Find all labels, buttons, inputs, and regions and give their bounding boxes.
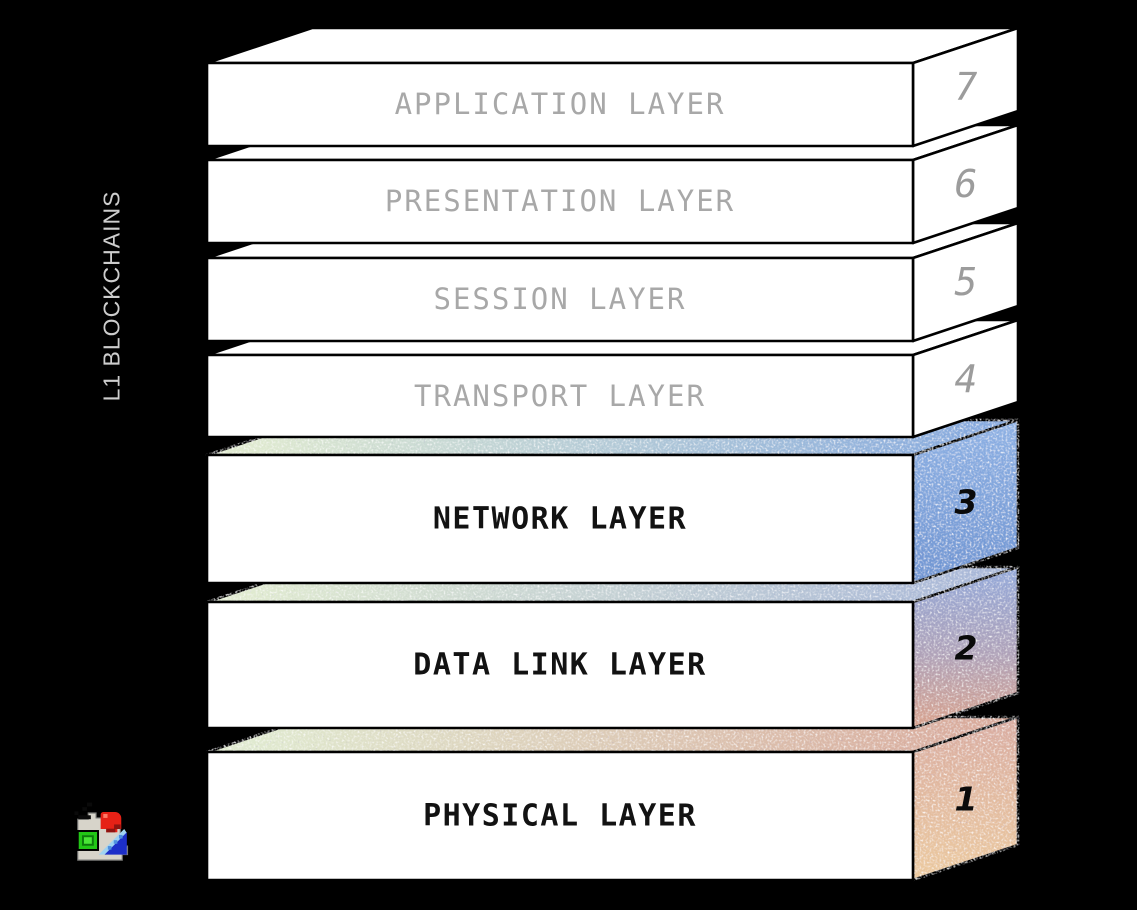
- layer-1-label: PHYSICAL LAYER: [423, 799, 697, 834]
- layer-1-front-face: [205, 750, 915, 882]
- layer-7-top-face: [205, 26, 1020, 65]
- icon-sparkle: [74, 802, 93, 820]
- layer-4-front-face: [205, 353, 915, 439]
- layer-3-network: NETWORK LAYER 3: [205, 418, 1020, 585]
- layer-2-front-face: [205, 600, 915, 730]
- layer-7-application: APPLICATION LAYER 7: [205, 26, 1020, 148]
- layer-7-number: 7: [955, 65, 978, 109]
- layer-1-number: 1: [955, 780, 978, 819]
- layer-3-front-face: [205, 453, 915, 585]
- layer-5-label: SESSION LAYER: [434, 282, 687, 316]
- layer-4-number: 4: [955, 357, 978, 401]
- layer-7-label: APPLICATION LAYER: [395, 87, 726, 121]
- icon-blue-triangle: [98, 829, 127, 855]
- layer-7-front-face: [205, 61, 915, 148]
- layer-6-front-face: [205, 158, 915, 245]
- layer-2-data-link: DATA LINK LAYER 2: [205, 565, 1020, 730]
- icon-red-blob: [100, 812, 122, 833]
- layer-1-physical: PHYSICAL LAYER 1: [205, 715, 1020, 882]
- layer-3-label: NETWORK LAYER: [433, 502, 687, 537]
- layer-2-number: 2: [955, 629, 978, 668]
- side-title: L1 BLOCKCHAINS: [98, 190, 125, 402]
- layer-5-number: 5: [955, 260, 978, 304]
- layer-6-number: 6: [955, 162, 978, 206]
- layer-4-label: TRANSPORT LAYER: [414, 379, 706, 413]
- layer-2-label: DATA LINK LAYER: [413, 648, 706, 683]
- layer-5-front-face: [205, 256, 915, 343]
- layer-3-number: 3: [955, 483, 978, 522]
- icon-green-block: [76, 830, 100, 851]
- layer-6-label: PRESENTATION LAYER: [385, 184, 735, 218]
- broken-image-icon: [74, 802, 129, 861]
